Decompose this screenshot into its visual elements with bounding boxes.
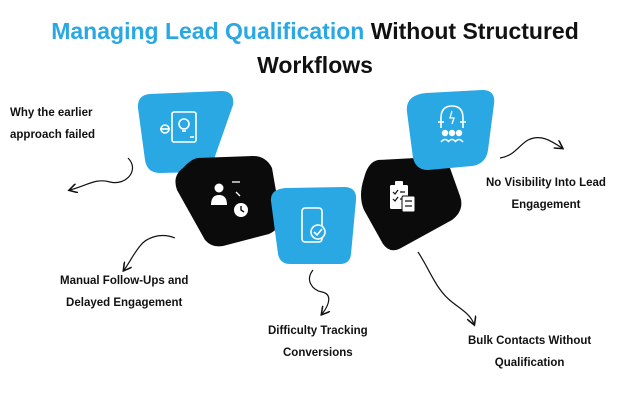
- arrow-difficulty-tracking: [309, 269, 329, 314]
- tile-3: [270, 187, 357, 264]
- arrow-bulk-contacts: [417, 251, 474, 324]
- arrow-why-failed: [70, 157, 134, 190]
- label-bulk-contacts: Bulk Contacts Without Qualification: [468, 335, 592, 369]
- phone-check-icon: [301, 207, 326, 243]
- diagram-title: Managing Lead Qualification Without Stru…: [0, 14, 630, 82]
- label-difficulty-tracking: Difficulty Tracking Conversions: [268, 325, 368, 359]
- arrow-manual-followups: [124, 234, 176, 270]
- label-manual-followups: Manual Follow-Ups and Delayed Engagement: [60, 275, 189, 309]
- tile-1: [137, 91, 234, 173]
- label-why-failed: Why the earlier approach failed: [10, 107, 95, 141]
- arrow-no-visibility: [499, 136, 562, 159]
- user-clock-icon: [211, 181, 248, 217]
- idea-document-icon: [160, 111, 197, 143]
- title-line-2: Workflows: [257, 52, 373, 78]
- tile-4: [361, 157, 462, 251]
- tile-5: [406, 90, 495, 170]
- magnet-people-icon: [438, 105, 466, 143]
- title-rest: Without Structured: [364, 18, 579, 44]
- label-no-visibility: No Visibility Into Lead Engagement: [486, 177, 606, 211]
- checklist-icon: [390, 181, 416, 213]
- tile-2: [175, 156, 281, 247]
- title-highlight: Managing Lead Qualification: [51, 18, 365, 44]
